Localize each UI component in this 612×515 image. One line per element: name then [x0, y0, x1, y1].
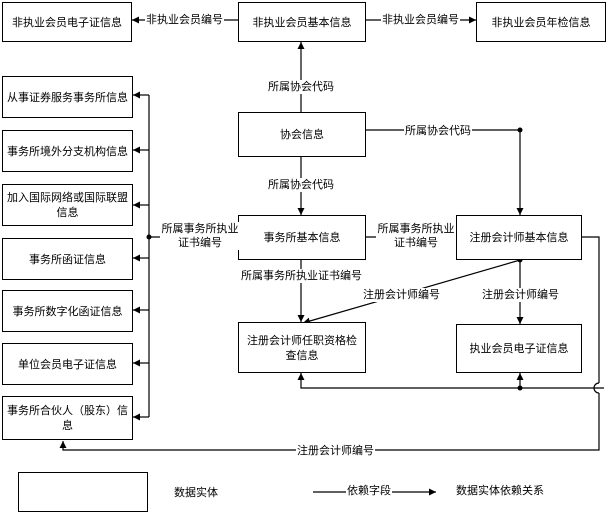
label-nm-id-right: 非执业会员编号: [381, 13, 460, 27]
label-firm-cert-below: 所属事务所执业证书编号: [240, 269, 363, 283]
label-assoc-code-right: 所属协会代码: [404, 124, 472, 138]
entity-member-cert: 执业会员电子证信息: [456, 324, 582, 373]
entity-cpa-qualification: 注册会计师任职资格检查信息: [238, 322, 366, 373]
entity-nonmember-annual: 非执业会员年检信息: [476, 2, 606, 42]
legend-relation-label: 数据实体依赖关系: [455, 484, 545, 498]
legend-field-label: 依赖字段: [346, 484, 392, 498]
entity-digital-letter: 事务所数字化函证信息: [2, 290, 133, 332]
entity-firm-basic: 事务所基本信息: [238, 215, 366, 260]
junction-dot-assoc: [517, 127, 523, 133]
label-assoc-code-top: 所属协会代码: [267, 80, 335, 94]
edge-cpa-to-partner: [59, 393, 600, 451]
entity-unit-member-cert: 单位会员电子证信息: [2, 343, 133, 385]
entity-nonmember-cert: 非执业会员电子证信息: [2, 2, 132, 42]
label-firm-cert-right: 所属事务所执业证书编号: [376, 222, 456, 250]
entity-international-network: 加入国际网络或国际联盟信息: [2, 184, 133, 226]
label-cpa-id-diagonal: 注册会计师编号: [362, 288, 441, 302]
entity-association: 协会信息: [238, 112, 366, 157]
entity-nonmember-basic: 非执业会员基本信息: [238, 2, 366, 42]
entity-firm-partner: 事务所合伙人（股东）信息: [2, 396, 133, 440]
entity-firm-letter: 事务所函证信息: [2, 238, 133, 280]
edge-bus-to-qualification: [297, 373, 520, 389]
legend-entity-label: 数据实体: [173, 486, 219, 500]
label-cpa-id-bottom: 注册会计师编号: [296, 444, 375, 458]
edge-cpa-loop-right: [582, 236, 600, 383]
label-assoc-code-mid: 所属协会代码: [267, 178, 335, 192]
legend-entity-box: [18, 472, 148, 512]
entity-overseas-branch: 事务所境外分支机构信息: [2, 130, 133, 172]
entity-cpa-basic: 注册会计师基本信息: [456, 215, 582, 260]
edge-assoc-to-cpa: [366, 129, 524, 215]
label-cpa-id-right: 注册会计师编号: [481, 288, 560, 302]
label-firm-cert-left: 所属事务所执业证书编号: [160, 222, 240, 250]
entity-securities-firm: 从事证券服务事务所信息: [2, 76, 133, 118]
label-nm-id-left: 非执业会员编号: [145, 13, 224, 27]
